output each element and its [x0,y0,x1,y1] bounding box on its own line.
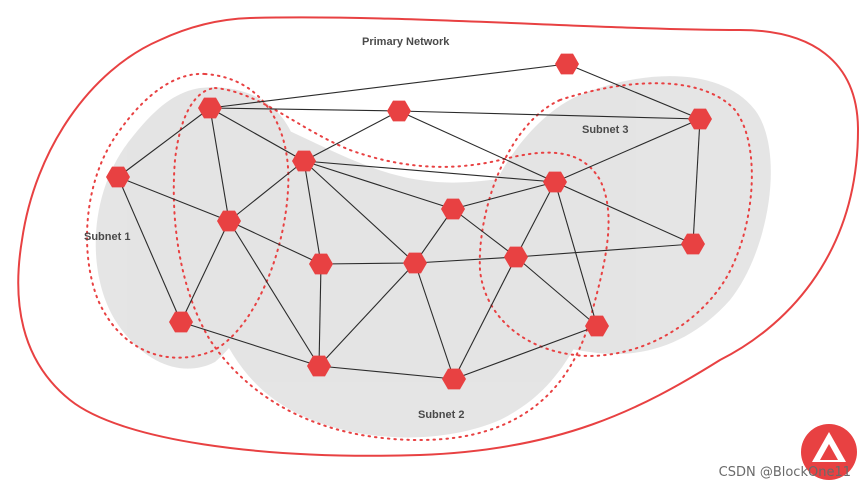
edge-k-p [318,262,416,367]
validator-node-p [307,355,331,377]
validator-node-k [403,252,427,274]
edge-j-p [318,263,322,367]
edge-b-h [398,110,556,183]
edge-f-h [303,160,556,183]
avalanche-logo-icon [801,424,857,480]
edge-k-q [414,262,455,380]
validator-node-a [198,97,222,119]
subnet-outlines [86,72,753,442]
edge-l-q [453,256,517,380]
edge-e-g [117,176,230,222]
validator-node-m [681,233,705,255]
edge-f-g [228,160,305,222]
edge-a-b [209,107,400,112]
edge-a-f [209,107,305,162]
edge-h-i [452,181,556,210]
validator-node-b [387,100,411,122]
edge-p-q [318,365,455,380]
edge-f-i [303,160,454,210]
edge-e-n [117,176,182,323]
subnet-2-outline [172,86,610,442]
edge-h-o [554,181,598,327]
network-nodes [106,53,712,390]
validator-node-c [555,53,579,75]
validator-node-d [688,108,712,130]
validator-node-f [292,150,316,172]
edge-a-g [209,107,230,222]
edge-g-n [180,220,230,323]
edge-b-f [303,110,400,162]
primary-network-outline [17,16,860,457]
validator-node-l [504,246,528,268]
subnet-1-label: Subnet 1 [84,231,130,243]
subnet-3-outline [478,82,753,358]
edge-l-o [515,256,598,327]
edge-h-l [515,181,556,258]
subnet-1-outline [86,72,290,359]
edge-d-m [692,118,701,245]
edge-q-o [453,325,598,380]
edge-c-d [566,63,701,120]
edge-g-p [228,220,320,367]
validator-node-i [441,198,465,220]
validator-node-q [442,368,466,390]
edge-j-k [320,262,416,265]
edge-a-c [209,63,568,109]
subnet-3-label: Subnet 3 [582,124,628,136]
edge-i-l [452,208,517,258]
validator-node-o [585,315,609,337]
edge-k-l [414,256,517,264]
edge-g-j [228,220,322,265]
edge-b-d [398,110,701,120]
network-edges [117,63,701,380]
edge-f-k [303,160,416,264]
edge-l-m [515,243,694,258]
watermark-text: CSDN @BlockOne11 [718,465,851,480]
validator-node-j [309,253,333,275]
subnet-3-region [474,76,771,355]
validator-node-g [217,210,241,232]
validator-node-h [543,171,567,193]
subnet-2-label: Subnet 2 [418,409,464,421]
validator-node-n [169,311,193,333]
edge-n-p [180,321,320,367]
edge-a-e [117,107,211,178]
edge-h-m [554,181,694,245]
subnet-regions [95,76,771,438]
validator-node-e [106,166,130,188]
edge-f-j [303,160,322,265]
primary-network-label: Primary Network [362,36,450,48]
edge-h-d [554,118,701,183]
